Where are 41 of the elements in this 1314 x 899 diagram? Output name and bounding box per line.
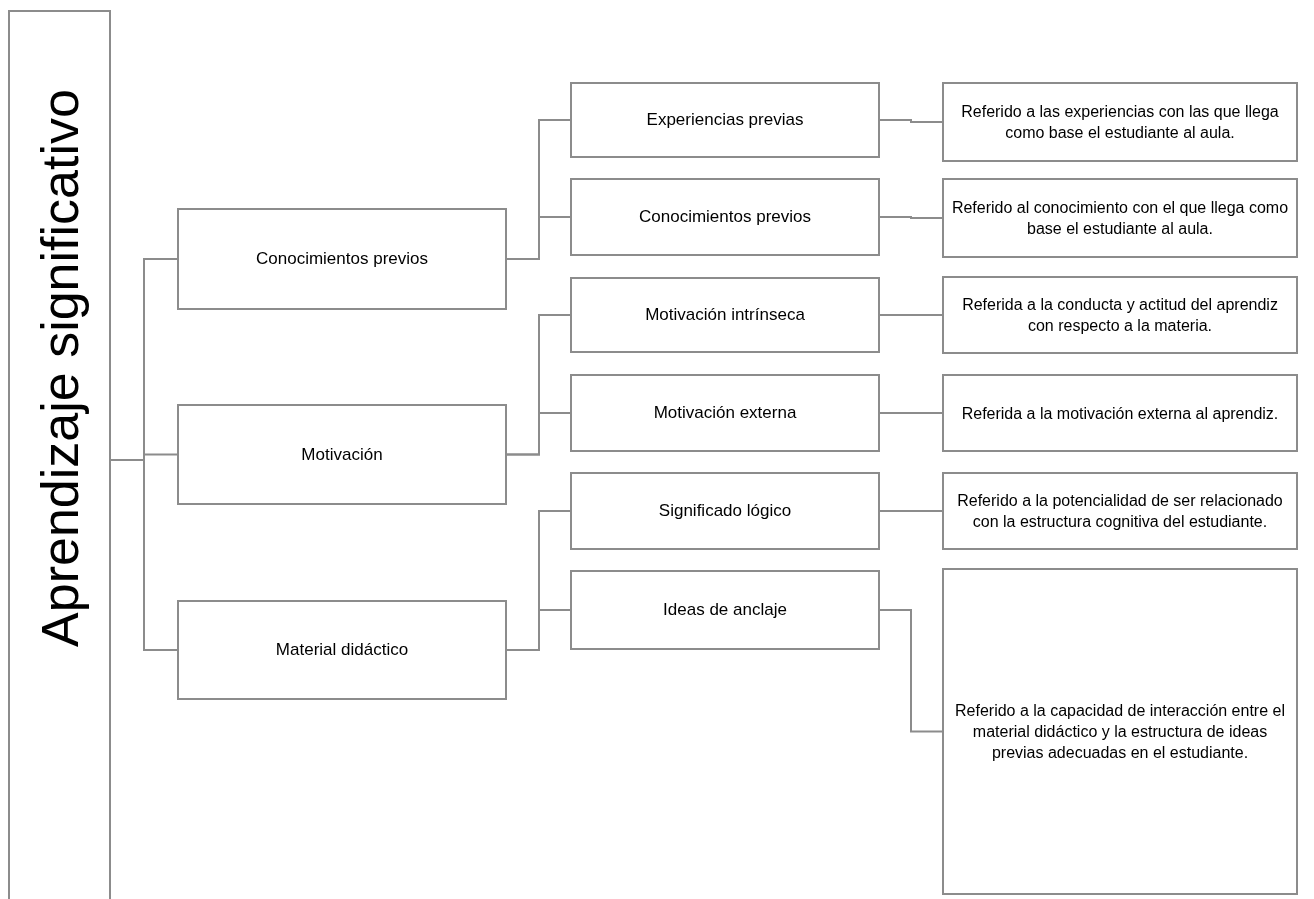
concept-label: Experiencias previas: [646, 109, 804, 131]
connector-line: [506, 412, 571, 456]
description-box: [942, 568, 1298, 895]
concept-box: [570, 277, 880, 353]
concept-label: Ideas de anclaje: [663, 599, 787, 621]
concept-box: [570, 570, 880, 650]
description-text: Referido al conocimiento con el que llega como base el estudiante al aula.: [950, 198, 1290, 239]
concept-box: [570, 374, 880, 452]
description-box: [942, 276, 1298, 354]
concept-box: [177, 600, 507, 700]
description-text: Referido a la potencialidad de ser relacionado con la estructura cognitiva del estudiante.: [956, 491, 1284, 532]
concept-box: [177, 404, 507, 505]
description-box: [942, 472, 1298, 550]
connector-line: [506, 609, 571, 651]
concept-label: Significado lógico: [658, 500, 792, 522]
concept-label: Material didáctico: [275, 639, 409, 661]
description-text: Referido a la capacidad de interacción entre el material didáctico y la estructura de ideas previas adecuadas en el estudiante.: [954, 701, 1286, 763]
connector-line: [879, 119, 943, 123]
concept-label: Motivación: [301, 443, 383, 466]
connector-line: [110, 459, 178, 651]
description-box: [942, 82, 1298, 162]
concept-label: Conocimientos previos: [639, 206, 811, 228]
description-text: Referida a la conducta y actitud del aprendiz con respecto a la materia.: [961, 295, 1279, 336]
concept-box: [570, 178, 880, 256]
connector-line: [879, 216, 943, 219]
concept-label: Conocimientos previos: [256, 248, 428, 270]
connector-line: [506, 216, 571, 260]
connector-line: [879, 510, 943, 512]
title-box: [8, 10, 111, 899]
description-box: [942, 374, 1298, 452]
connector-line: [879, 609, 943, 733]
concept-label: Motivación externa: [653, 402, 797, 424]
concept-label: Motivación intrínseca: [645, 304, 805, 326]
concept-box: [570, 82, 880, 158]
description-box: [942, 178, 1298, 258]
connector-line: [879, 314, 943, 316]
description-text: Referido a las experiencias con las que llega como base el estudiante al aula.: [960, 102, 1280, 143]
concept-box: [177, 208, 507, 310]
connector-line: [879, 412, 943, 414]
description-text: Referida a la motivación externa al aprendiz.: [961, 403, 1279, 424]
concept-box: [570, 472, 880, 550]
